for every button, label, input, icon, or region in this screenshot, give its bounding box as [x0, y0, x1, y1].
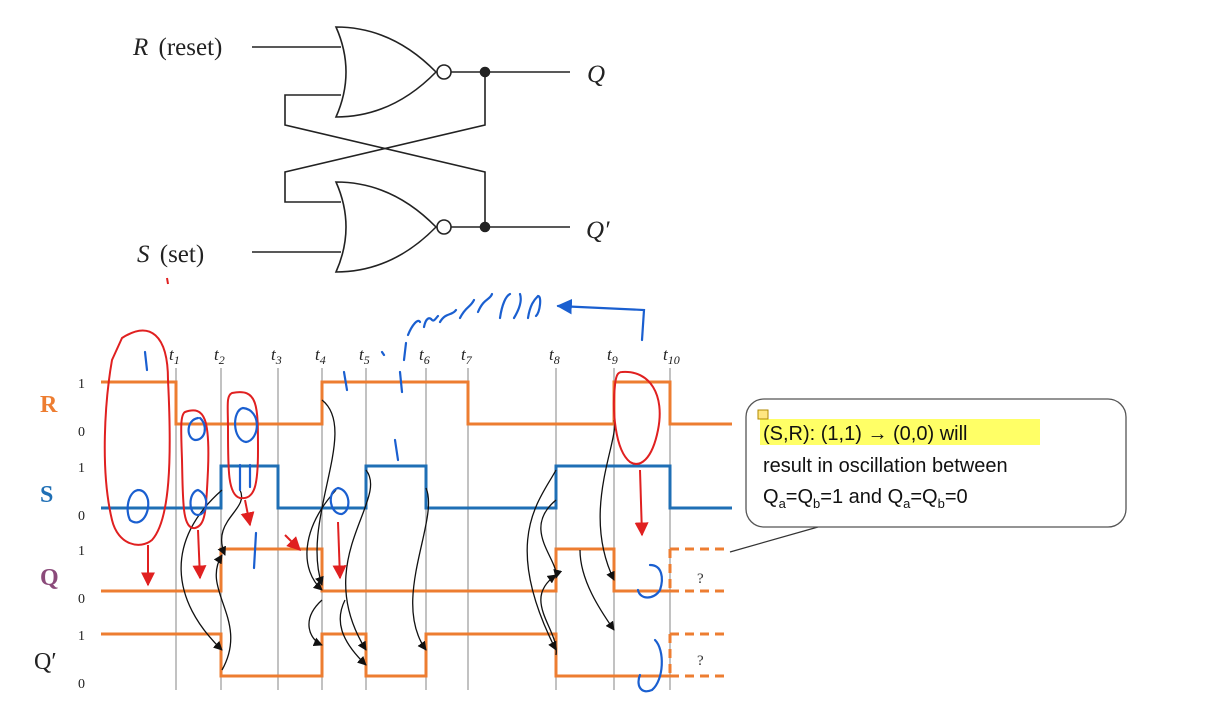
callout-leader	[729, 526, 819, 553]
inversion-bubble-top	[436, 64, 452, 80]
callout-line-1: (S,R): (1,1) → (0,0) will	[763, 423, 967, 445]
blue-zero-s-t0	[126, 488, 150, 524]
signal-name: Q′	[34, 649, 57, 675]
waveform-s	[101, 464, 732, 510]
red-arrow-t3	[284, 534, 301, 551]
blue-zero-r-t2	[234, 406, 258, 444]
blue-one-r-t0	[143, 350, 149, 372]
level-high-label: 1	[78, 629, 85, 644]
s-input-label: S (set)	[137, 241, 204, 268]
blue-one-r-t4	[342, 370, 349, 392]
callout-line-3: Qa=Qb=1 and Qa=Qb=0	[763, 486, 968, 511]
time-label: t3	[271, 345, 282, 367]
waveform-q	[101, 547, 670, 593]
blue-one-q-t2	[252, 531, 258, 570]
handwritten-invalid	[406, 292, 542, 337]
red-arrow-t1	[192, 529, 207, 580]
unknown-state-qbar	[668, 632, 730, 678]
blue-zero-r-t1	[187, 416, 206, 442]
q-output-label: Q	[587, 61, 605, 88]
red-loop-t0	[103, 329, 171, 546]
red-loop-t1	[180, 409, 210, 530]
callout-line-2: result in oscillation between	[763, 455, 1008, 477]
level-low-label: 0	[78, 592, 85, 607]
nor-gate-bottom	[334, 181, 438, 273]
signal-name: R	[40, 392, 58, 418]
blue-one-r-t5	[398, 370, 404, 394]
time-mark-labels: t1 t2 t3 t4 t5 t6 t7 t8 t9 t10	[169, 345, 680, 367]
timing-grid	[175, 368, 671, 690]
time-label: t9	[607, 345, 618, 367]
oscillation-callout: (S,R): (1,1) → (0,0) will result in osci…	[745, 398, 1127, 528]
blue-j-qbar-t9	[637, 638, 663, 693]
blue-dot	[380, 350, 386, 357]
inversion-bubble-bottom	[436, 219, 452, 235]
red-arrow-t2	[240, 499, 255, 527]
level-high-label: 1	[78, 544, 85, 559]
time-label: t1	[169, 345, 180, 367]
red-loop-t2	[226, 391, 260, 500]
red-annotations	[103, 277, 661, 587]
red-arrow-t4	[332, 521, 347, 580]
blue-annotations	[126, 292, 663, 693]
red-mark	[166, 277, 169, 285]
wire-feedback-qbar	[284, 94, 486, 227]
qbar-output-label: Q′	[586, 217, 610, 244]
level-high-label: 1	[78, 377, 85, 392]
junction-qbar	[479, 221, 491, 233]
blue-zero-s-t1	[189, 488, 208, 517]
causality-arrows	[180, 399, 616, 671]
red-arrow-t9	[634, 469, 649, 537]
unknown-state-q	[668, 547, 730, 593]
level-low-label: 0	[78, 425, 85, 440]
signal-name: Q	[40, 565, 59, 591]
time-label: t7	[461, 345, 473, 367]
nor-latch-circuit	[252, 26, 570, 273]
time-label: t6	[419, 345, 430, 367]
blue-one-s-t5	[393, 438, 400, 462]
comment-icon	[757, 409, 769, 420]
blue-j-q-t9	[636, 563, 663, 599]
time-label: t2	[214, 345, 225, 367]
blue-mark-t6	[402, 341, 408, 362]
invalid-arrow	[556, 298, 646, 342]
blue-zero-s-t4	[329, 486, 350, 516]
time-label: t8	[549, 345, 560, 367]
level-low-label: 0	[78, 509, 85, 524]
level-low-label: 0	[78, 677, 85, 692]
r-input-label: R (reset)	[132, 34, 222, 61]
qbar-unknown-mark: ?	[697, 653, 704, 669]
callout-highlight	[760, 419, 1040, 445]
time-label: t5	[359, 345, 370, 367]
red-loop-t9	[612, 370, 661, 465]
q-unknown-mark: ?	[697, 571, 704, 587]
level-high-label: 1	[78, 461, 85, 476]
waveform-qbar	[101, 632, 670, 678]
blue-one-s-t2	[238, 463, 252, 492]
nor-gate-top	[334, 26, 438, 118]
signal-name: S	[40, 482, 53, 508]
wire-feedback-q	[284, 72, 486, 203]
junction-q	[479, 66, 491, 78]
time-label: t4	[315, 345, 326, 367]
time-label: t10	[663, 345, 680, 367]
